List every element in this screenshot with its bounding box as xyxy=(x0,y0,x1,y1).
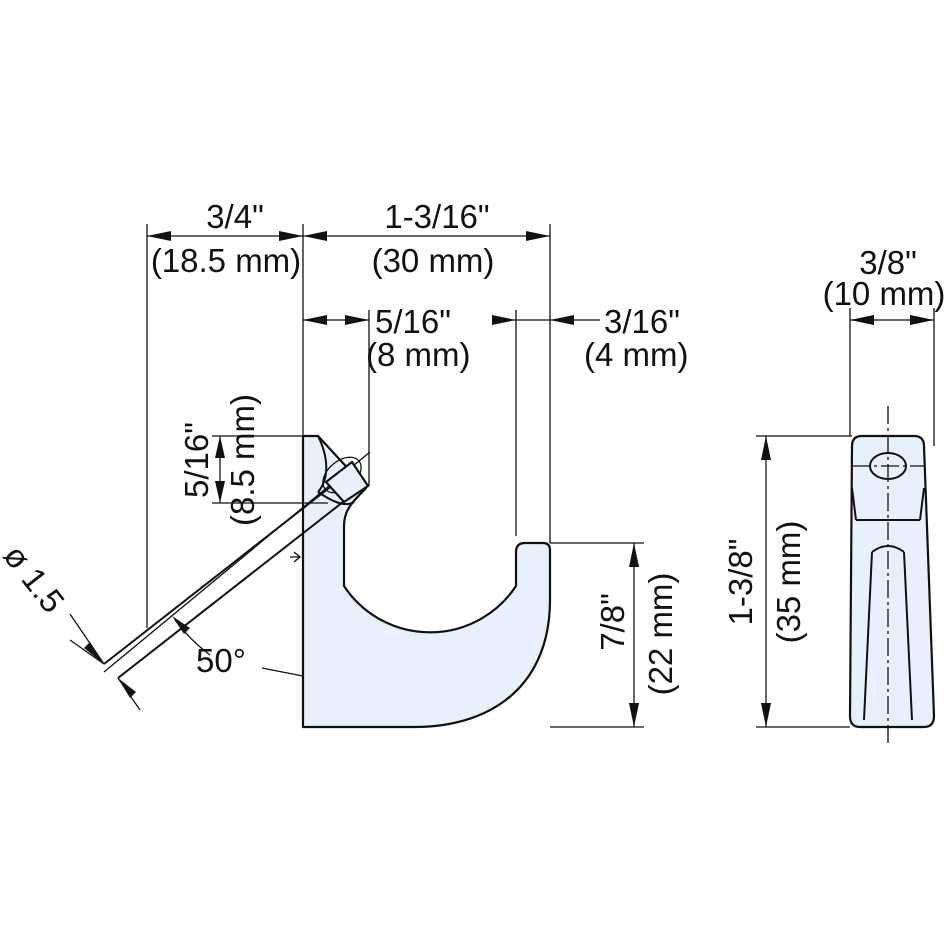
diameter-leader xyxy=(69,639,105,665)
arrow xyxy=(118,678,136,698)
label-screw-offset-in: 5/16" xyxy=(178,422,215,498)
label-width-left-mm: (18.5 mm) xyxy=(151,242,301,279)
label-screw-angle: 50° xyxy=(196,642,246,679)
label-side-width-in: 3/8" xyxy=(859,244,917,281)
arrow xyxy=(303,315,327,325)
label-width-left-in: 3/4" xyxy=(206,198,264,235)
label-width-main-mm: (30 mm) xyxy=(372,242,495,279)
arrow xyxy=(910,315,934,325)
arrow xyxy=(629,703,639,727)
screw-head xyxy=(324,460,370,504)
label-screw-diameter: ø 1.5 xyxy=(0,538,72,620)
arrow xyxy=(215,481,225,503)
arrow xyxy=(279,231,303,241)
hook-body xyxy=(301,434,552,729)
arrow xyxy=(172,616,190,634)
arrow xyxy=(492,315,516,325)
side-view-body xyxy=(848,434,936,729)
arrow xyxy=(850,315,874,325)
label-arm-height-mm: (22 mm) xyxy=(642,573,679,696)
label-arm-width-in: 3/16" xyxy=(604,303,680,340)
arrow xyxy=(215,436,225,458)
back-face-marker xyxy=(290,551,302,563)
label-arm-width-mm: (4 mm) xyxy=(584,336,688,373)
label-side-height-in: 1-3/8" xyxy=(722,539,759,626)
label-screw-offset-mm: (8.5 mm) xyxy=(224,394,261,526)
screw-shank-top xyxy=(103,469,353,665)
arrow xyxy=(303,231,327,241)
arrow xyxy=(761,703,771,727)
label-slot-width-in: 5/16" xyxy=(375,303,451,340)
label-slot-width-mm: (8 mm) xyxy=(366,336,470,373)
label-arm-height-in: 7/8" xyxy=(594,593,631,651)
label-side-width-mm: (10 mm) xyxy=(823,275,946,312)
angle-leader xyxy=(261,667,304,677)
arrow xyxy=(629,543,639,567)
arrow xyxy=(550,315,574,325)
arrow xyxy=(761,436,771,460)
label-side-height-mm: (35 mm) xyxy=(770,521,807,644)
arrow xyxy=(345,315,369,325)
side-view-taper-upper xyxy=(851,487,925,521)
screw-shank-bottom xyxy=(117,483,367,679)
arrow xyxy=(84,642,104,664)
arrow xyxy=(526,231,550,241)
label-width-main-in: 1-3/16" xyxy=(384,198,489,235)
arrow xyxy=(147,231,171,241)
screw-centerline xyxy=(103,451,371,673)
